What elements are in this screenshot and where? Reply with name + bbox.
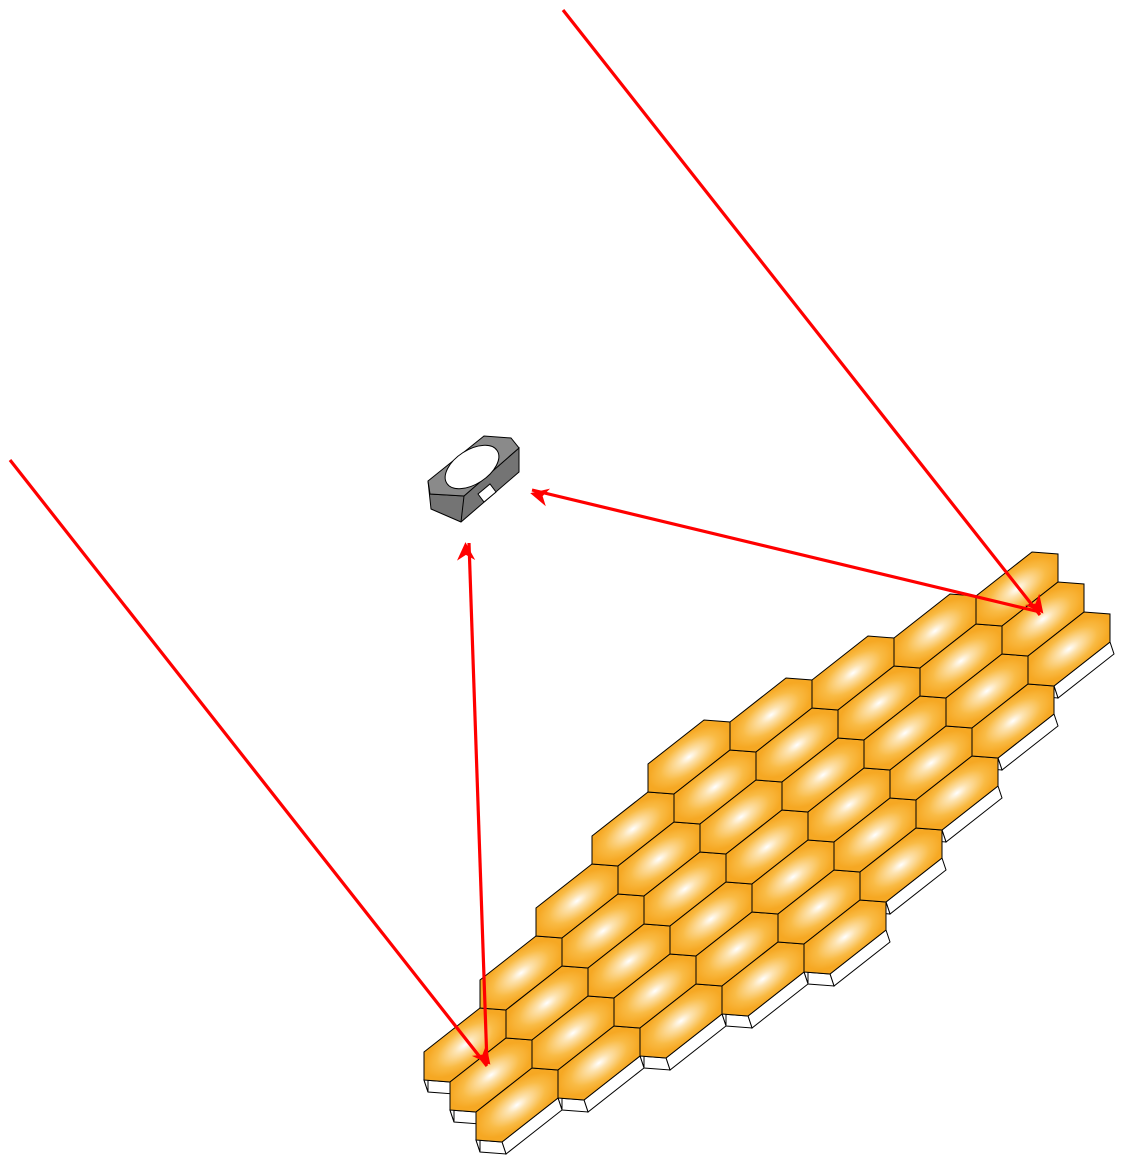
reflected-ray-left bbox=[457, 542, 489, 1065]
segment-backplane bbox=[639, 1013, 727, 1071]
incoming-ray-left bbox=[8, 459, 491, 1067]
mirror-segments bbox=[423, 551, 1111, 1143]
light-rays bbox=[8, 9, 1044, 1067]
incoming-ray-right bbox=[561, 9, 1044, 616]
secondary-mirror-icon bbox=[427, 435, 520, 523]
secondary-mirror-window bbox=[477, 483, 497, 503]
secondary-mirror-hole bbox=[444, 444, 500, 490]
mirror-segment bbox=[1027, 611, 1111, 687]
reflected-ray-right bbox=[530, 488, 1041, 614]
primary-mirror bbox=[423, 551, 1115, 1155]
